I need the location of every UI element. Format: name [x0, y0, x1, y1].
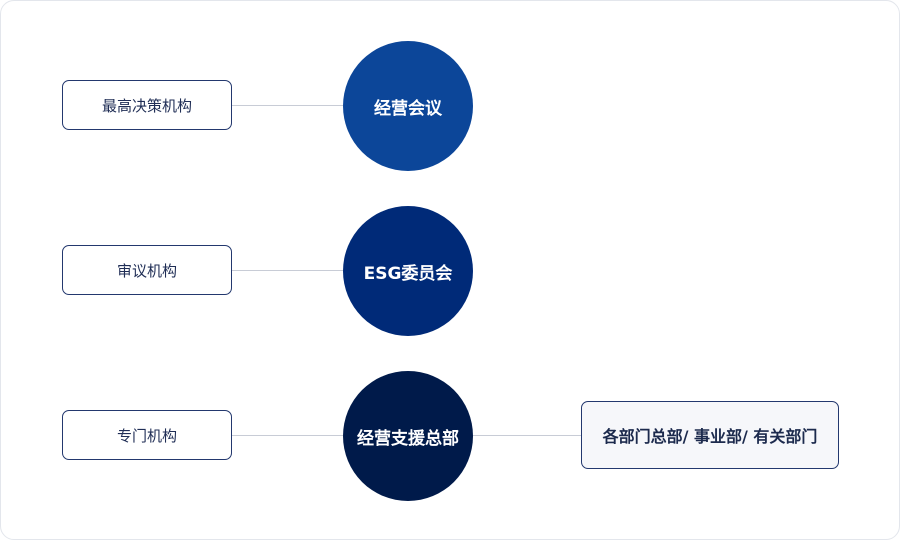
- connector-line-2: [232, 270, 343, 271]
- connector-line-3: [232, 435, 343, 436]
- body-circle-management-meeting: 经营会议: [343, 41, 473, 171]
- departments-text: 各部门总部/ 事业部/ 有关部门: [602, 427, 818, 446]
- level-label-text: 专门机构: [116, 426, 177, 445]
- body-circle-text: 经营会议: [374, 98, 442, 119]
- level-label-decision: 最高决策机构: [62, 80, 232, 130]
- level-label-specialized: 专门机构: [62, 410, 232, 460]
- connector-line-4: [473, 435, 581, 436]
- body-circle-support-hq: 经营支援总部: [343, 371, 473, 501]
- level-label-review: 审议机构: [62, 245, 232, 295]
- body-circle-text: ESG委员会: [363, 263, 453, 284]
- body-circle-text: 经营支援总部: [357, 428, 459, 449]
- level-label-text: 最高决策机构: [101, 96, 192, 115]
- level-label-text: 审议机构: [116, 261, 177, 280]
- departments-box: 各部门总部/ 事业部/ 有关部门: [581, 401, 839, 469]
- body-circle-esg-committee: ESG委员会: [343, 206, 473, 336]
- connector-line-1: [232, 105, 343, 106]
